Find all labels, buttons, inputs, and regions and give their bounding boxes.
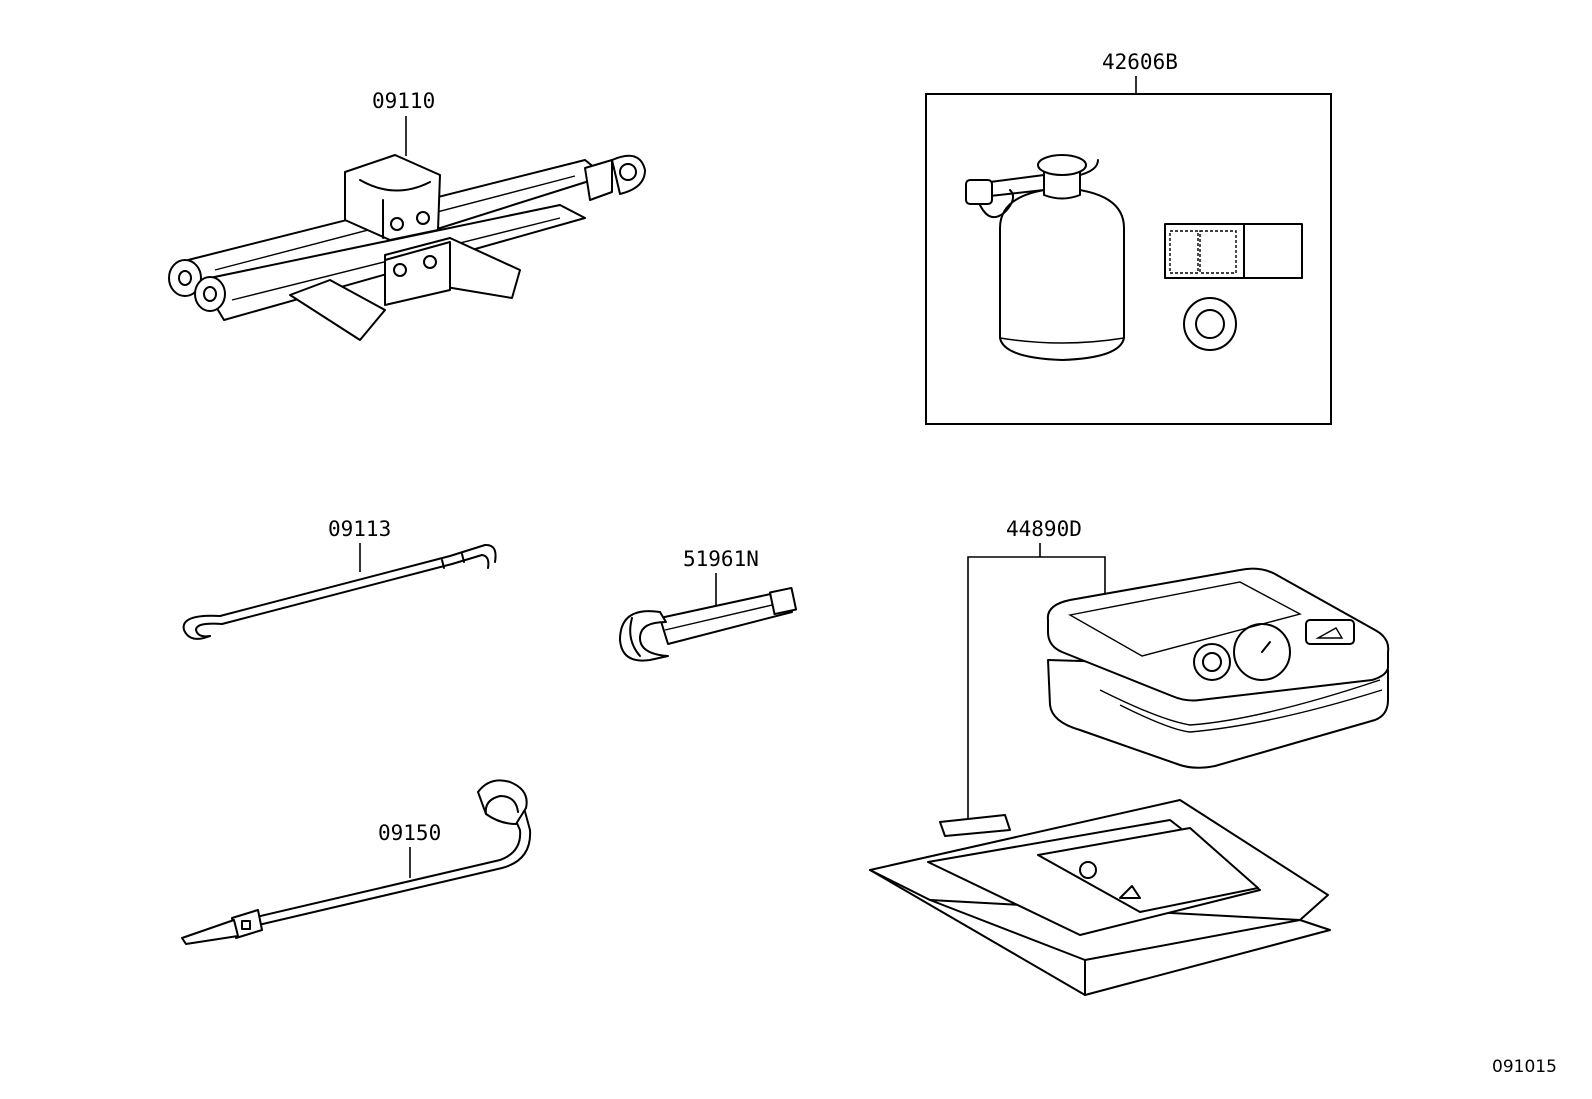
sealant-bottle	[999, 187, 1125, 361]
label-jack[interactable]: 09110	[372, 89, 435, 113]
manual-tab	[939, 814, 1011, 837]
wheel-wrench-illustration: 09150	[181, 779, 532, 945]
label-towing-eye[interactable]: 51961N	[683, 547, 759, 571]
label-compressor[interactable]: 44890D	[1006, 517, 1082, 541]
power-switch	[1305, 619, 1355, 645]
warning-stickers	[1164, 223, 1303, 279]
compressor-illustration: 44890D	[869, 517, 1390, 996]
towing-eye-illustration: 51961N	[619, 547, 798, 662]
kit-outline-box	[925, 93, 1332, 425]
pressure-gauge	[1233, 623, 1291, 681]
figure-reference-number: 091015	[1492, 1057, 1557, 1077]
label-wheel-wrench[interactable]: 09150	[378, 821, 441, 845]
valve-ring	[1183, 297, 1237, 351]
jack-handle-illustration: 09113	[182, 517, 497, 640]
compressor-knob	[1193, 643, 1231, 681]
label-inflator-kit[interactable]: 42606B	[1102, 50, 1178, 74]
leader-compressor-bracket	[967, 556, 1106, 820]
inflator-kit-illustration: 42606B	[925, 50, 1332, 425]
socket-end	[477, 779, 528, 825]
compressor-case-top	[1046, 567, 1390, 702]
jack-illustration: 09110	[168, 89, 646, 341]
label-jack-handle[interactable]: 09113	[328, 517, 391, 541]
